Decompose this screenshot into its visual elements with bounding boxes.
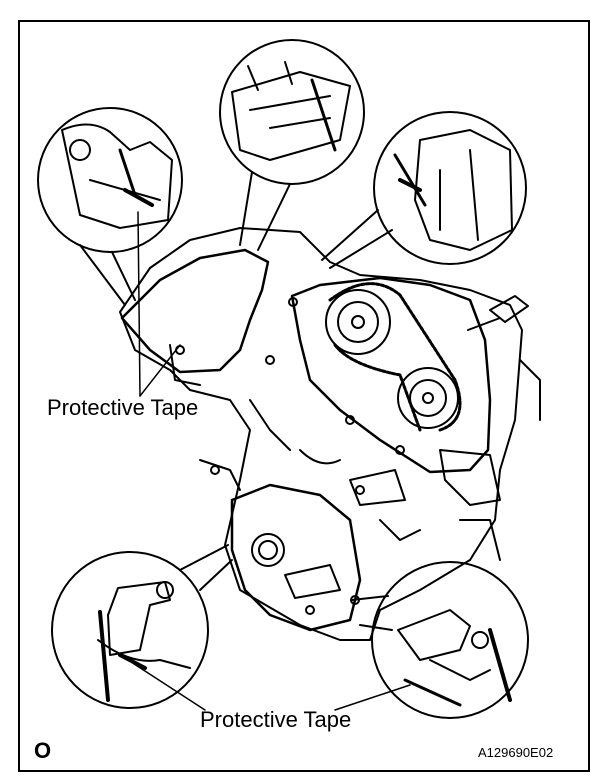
protective-tape-label-lower: Protective Tape (200, 707, 352, 732)
callout-upper-right (321, 111, 527, 269)
callout-upper-left (37, 107, 183, 306)
engine-block (119, 227, 541, 641)
label-leaders (127, 211, 411, 711)
callout-lower-left (51, 544, 233, 709)
callout-lower-right (351, 561, 529, 719)
corner-mark: O (34, 738, 52, 763)
callout-top-center (219, 39, 365, 251)
protective-tape-label-upper: Protective Tape (47, 395, 199, 420)
figure-id: A129690E02 (478, 745, 554, 760)
